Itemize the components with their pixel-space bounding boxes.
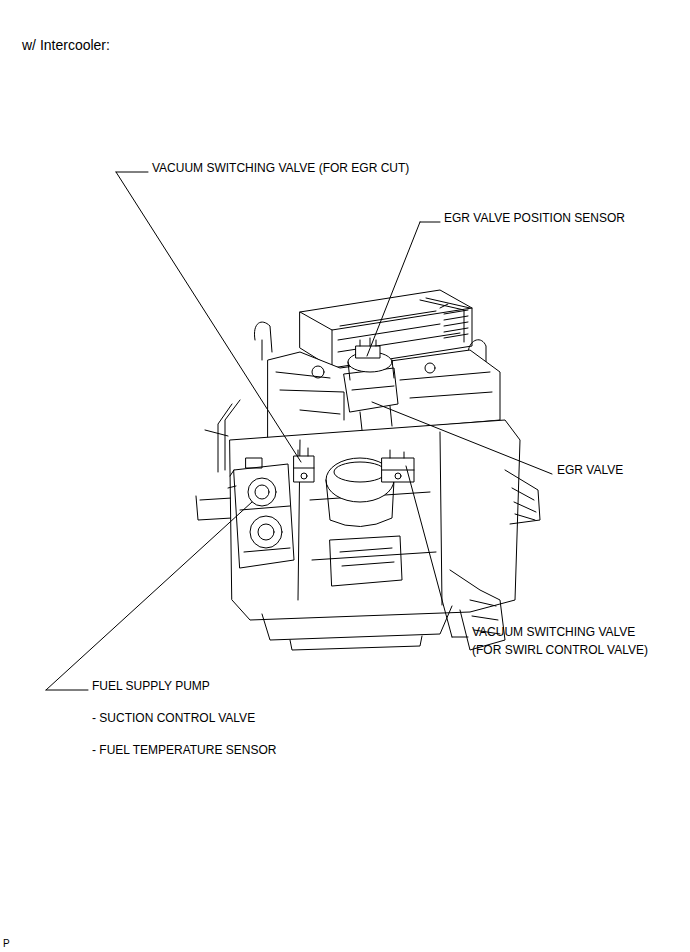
oil-filter [334, 462, 386, 482]
sub-part-label: - FUEL TEMPERATURE SENSOR [92, 743, 276, 757]
sub-part-label: - SUCTION CONTROL VALVE [92, 711, 255, 725]
pipe [196, 430, 232, 520]
diagram-title: w/ Intercooler: [22, 37, 110, 53]
hose [254, 322, 272, 360]
egr-valve [344, 338, 398, 430]
engine-block [230, 420, 520, 620]
block-detail [330, 536, 402, 586]
fitting [425, 363, 435, 373]
part-label: EGR VALVE [557, 463, 623, 477]
fuel-supply-pump [228, 458, 294, 568]
part-label: FUEL SUPPLY PUMP [92, 679, 210, 693]
exhaust-pipe [505, 470, 540, 524]
page-mark: P [3, 937, 10, 951]
part-label: VACUUM SWITCHING VALVE (FOR SWIRL CONTRO… [472, 623, 660, 659]
oil-pan [262, 606, 452, 650]
part-label: VACUUM SWITCHING VALVE (FOR EGR CUT) [152, 161, 409, 175]
part-label: EGR VALVE POSITION SENSOR [444, 211, 625, 225]
fitting [312, 366, 324, 378]
oil-filter [326, 480, 394, 527]
leader-line [46, 172, 552, 690]
vacuum-switching-valve [294, 448, 314, 482]
